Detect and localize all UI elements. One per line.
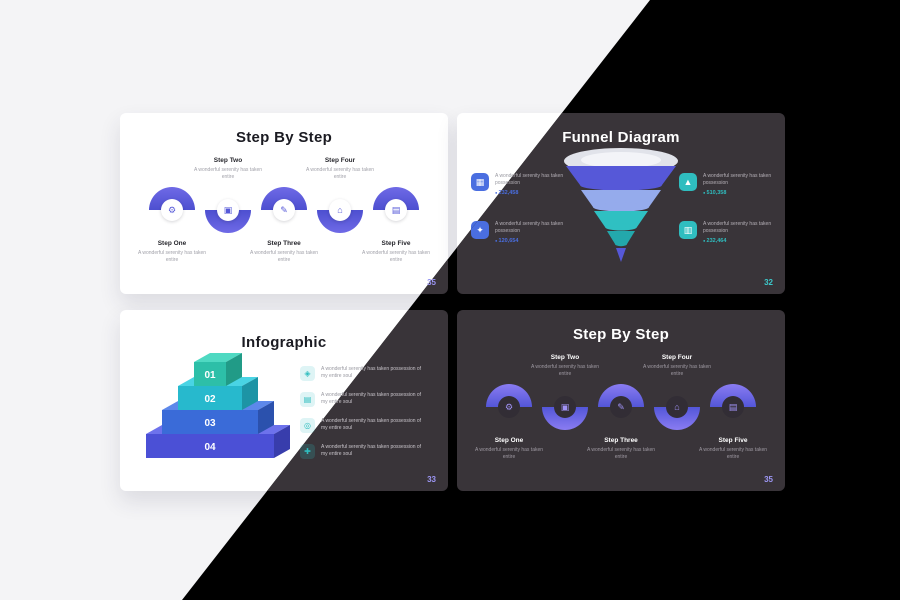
home-icon: ⌂ — [666, 396, 688, 418]
step-label: Step Five — [718, 437, 748, 444]
slide-title: Step By Step — [572, 326, 670, 343]
step-arc — [710, 384, 756, 407]
step-arc — [261, 187, 307, 210]
item-value: 232,464 — [703, 238, 773, 244]
diamond-icon: ◈ — [300, 366, 315, 381]
triangle-icon: ▲ — [679, 173, 697, 191]
item-caption: A wonderful serenity has taken possessio… — [321, 444, 422, 457]
item-caption: A wonderful serenity has taken possessio… — [703, 173, 772, 186]
step-label: Step Three — [604, 437, 638, 444]
page-number: 32 — [764, 278, 773, 287]
page-number: 33 — [427, 475, 436, 484]
step-arc — [542, 407, 588, 430]
step-label: Step One — [494, 437, 524, 444]
item-caption: A wonderful serenity has taken possessio… — [495, 173, 564, 186]
item-value: 232,458 — [495, 190, 565, 196]
step-arc — [598, 384, 644, 407]
spark-icon: ✦ — [471, 221, 489, 239]
slide-title: Funnel Diagram — [562, 129, 680, 146]
camera-icon: ▣ — [217, 199, 239, 221]
step-label: Step Five — [381, 240, 411, 247]
step-item: ⚙ Step One A wonderful serenity has take… — [475, 310, 543, 491]
step-arc — [373, 187, 419, 210]
step-arc — [317, 210, 363, 233]
step-arc — [149, 187, 195, 210]
step-label: Step Four — [661, 354, 693, 361]
slide-step-by-step[interactable]: Step By Step ⚙ Step One A wonderful sere… — [120, 113, 448, 294]
step-item: ⌂ Step Four A wonderful serenity has tak… — [643, 310, 711, 491]
step-arc — [486, 384, 532, 407]
plus-icon: ✚ — [300, 444, 315, 459]
step-label: Step Three — [267, 240, 301, 247]
list-icon: ▤ — [300, 392, 315, 407]
funnel-graphic — [564, 148, 678, 262]
pyramid-graphic: 04 03 02 01 — [146, 353, 290, 458]
step-caption: A wonderful serenity has taken entire — [642, 364, 712, 377]
list-item: ✚ A wonderful serenity has taken possess… — [300, 444, 436, 460]
gear-icon: ⚙ — [498, 396, 520, 418]
item-caption: A wonderful serenity has taken possessio… — [321, 392, 422, 405]
rows-icon: ▥ — [679, 221, 697, 239]
step-label: Step Four — [324, 157, 356, 164]
gear-icon: ⚙ — [161, 199, 183, 221]
step-arc — [654, 407, 700, 430]
item-value: 510,358 — [703, 190, 773, 196]
slide-title: Infographic — [241, 334, 327, 351]
step-caption: A wonderful serenity has taken entire — [586, 447, 656, 460]
layer-label: 04 — [204, 442, 216, 453]
step-caption: A wonderful serenity has taken entire — [305, 167, 375, 180]
step-item: ⌂ Step Four A wonderful serenity has tak… — [306, 113, 374, 294]
pencil-icon: ✎ — [273, 199, 295, 221]
item-caption: A wonderful serenity has taken possessio… — [321, 418, 422, 431]
layer-label: 02 — [204, 394, 216, 405]
item-caption: A wonderful serenity has taken possessio… — [703, 221, 772, 234]
step-flow: ⚙ Step One A wonderful serenity has take… — [138, 113, 430, 294]
step-flow: ⚙ Step One A wonderful serenity has take… — [475, 310, 767, 491]
step-label: Step One — [157, 240, 187, 247]
slide-step-by-step[interactable]: Step By Step ⚙ Step One A wonderful sere… — [457, 310, 785, 491]
step-item: ⚙ Step One A wonderful serenity has take… — [138, 113, 206, 294]
page-number: 35 — [764, 475, 773, 484]
step-item: ▤ Step Five A wonderful serenity has tak… — [362, 113, 430, 294]
step-caption: A wonderful serenity has taken entire — [698, 447, 768, 460]
step-item: ✎ Step Three A wonderful serenity has ta… — [250, 113, 318, 294]
step-item: ▤ Step Five A wonderful serenity has tak… — [699, 310, 767, 491]
grid-icon: ▦ — [471, 173, 489, 191]
slide-funnel-diagram[interactable]: Funnel Diagram ▦ A wonderful serenity ha… — [457, 113, 785, 294]
home-icon: ⌂ — [329, 199, 351, 221]
camera-icon: ▣ — [554, 396, 576, 418]
layer-label: 01 — [204, 370, 216, 381]
chart-icon: ▤ — [722, 396, 744, 418]
funnel-item: ✦ A wonderful serenity has taken possess… — [471, 221, 581, 244]
step-caption: A wonderful serenity has taken entire — [530, 364, 600, 377]
funnel-item: ▲ A wonderful serenity has taken possess… — [679, 173, 789, 196]
step-caption: A wonderful serenity has taken entire — [474, 447, 544, 460]
layer-label: 03 — [204, 418, 216, 429]
step-caption: A wonderful serenity has taken entire — [361, 250, 431, 263]
slide-title: Step By Step — [235, 129, 333, 146]
pencil-icon: ✎ — [610, 396, 632, 418]
step-label: Step Two — [213, 157, 243, 164]
page-number: 35 — [427, 278, 436, 287]
chart-icon: ▤ — [385, 199, 407, 221]
step-arc — [205, 210, 251, 233]
item-value: 120,654 — [495, 238, 565, 244]
step-item: ▣ Step Two A wonderful serenity has take… — [194, 113, 262, 294]
item-caption: A wonderful serenity has taken possessio… — [495, 221, 564, 234]
target-icon: ◎ — [300, 418, 315, 433]
step-caption: A wonderful serenity has taken entire — [193, 167, 263, 180]
step-caption: A wonderful serenity has taken entire — [249, 250, 319, 263]
funnel-item: ▥ A wonderful serenity has taken possess… — [679, 221, 789, 244]
step-item: ✎ Step Three A wonderful serenity has ta… — [587, 310, 655, 491]
step-caption: A wonderful serenity has taken entire — [137, 250, 207, 263]
step-label: Step Two — [550, 354, 580, 361]
step-item: ▣ Step Two A wonderful serenity has take… — [531, 310, 599, 491]
